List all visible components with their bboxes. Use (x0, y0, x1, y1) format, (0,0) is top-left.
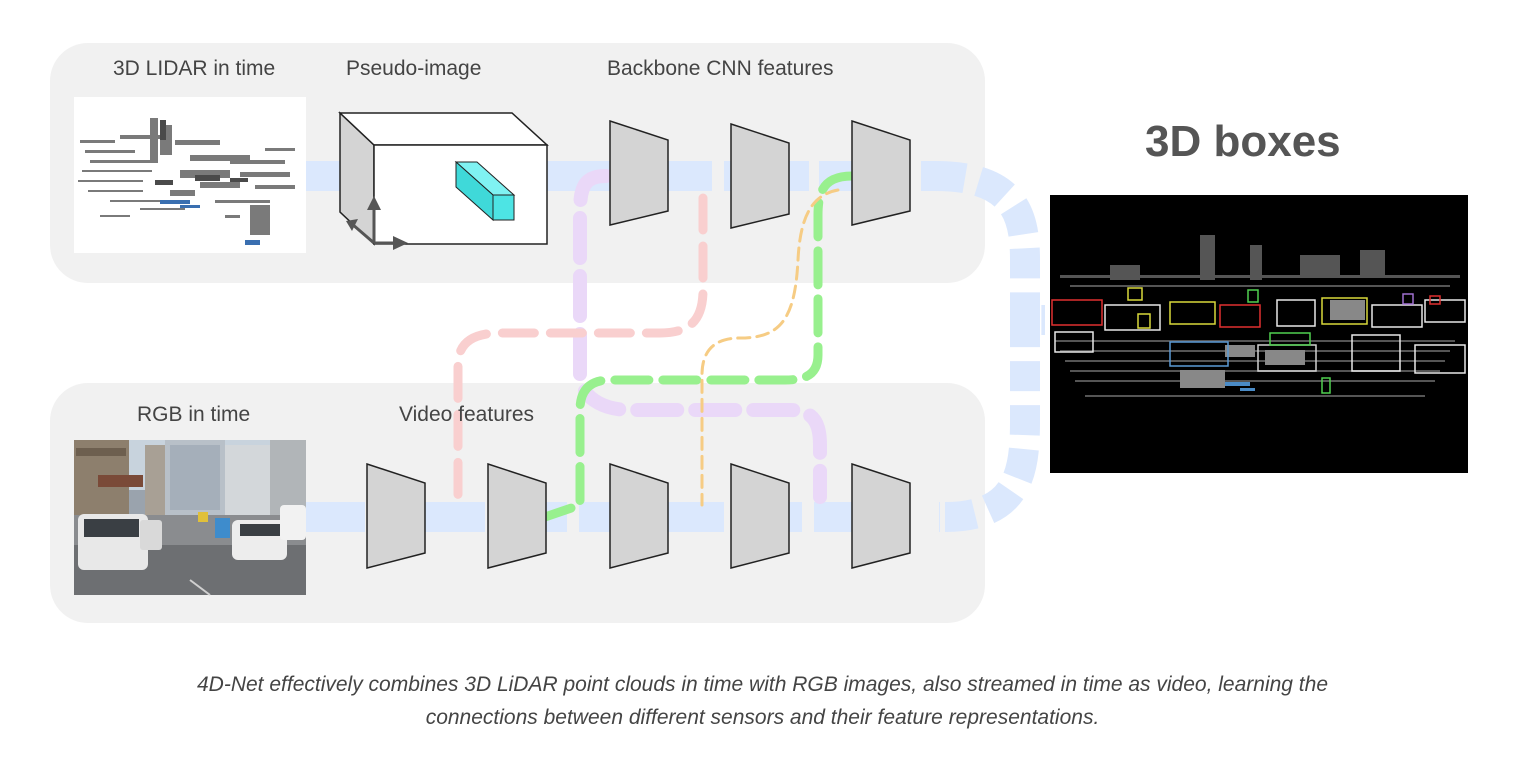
rgb-label: RGB in time (137, 403, 251, 426)
video-feature-blocks (366, 462, 911, 569)
video-features-label: Video features (399, 403, 535, 426)
green-connection (540, 171, 857, 522)
bottom-merge-curve (944, 320, 1040, 532)
caption-line-1: 4D-Net effectively combines 3D LiDAR poi… (197, 673, 1328, 696)
backbone-block-2 (730, 122, 790, 229)
caption-line-2: connections between different sensors an… (425, 706, 1100, 729)
connection-lines (453, 169, 857, 522)
orange-connection (700, 188, 840, 507)
video-block-2 (487, 462, 547, 569)
3d-boxes-output-image (1050, 195, 1468, 473)
video-block-1 (366, 462, 426, 569)
backbone-block-3 (851, 119, 911, 226)
backbone-cnn-blocks (609, 119, 911, 229)
output-title: 3D boxes (1145, 117, 1341, 166)
pseudo-image-box (338, 111, 549, 250)
top-merge-curve (934, 161, 1045, 335)
rgb-street-image (74, 440, 306, 596)
video-block-5 (851, 462, 911, 569)
pink-connection (453, 193, 708, 510)
backbone-cnn-label: Backbone CNN features (607, 57, 834, 80)
lidar-pointcloud-image (74, 97, 306, 253)
cyan-voxel-cube (454, 160, 516, 222)
lidar-label: 3D LIDAR in time (113, 57, 276, 80)
video-block-3 (609, 462, 669, 569)
axes-arrows-icon (346, 196, 408, 250)
backbone-block-1 (609, 119, 669, 226)
purple-connection (573, 169, 827, 504)
pseudo-image-label: Pseudo-image (346, 57, 482, 80)
video-block-4 (730, 462, 790, 569)
